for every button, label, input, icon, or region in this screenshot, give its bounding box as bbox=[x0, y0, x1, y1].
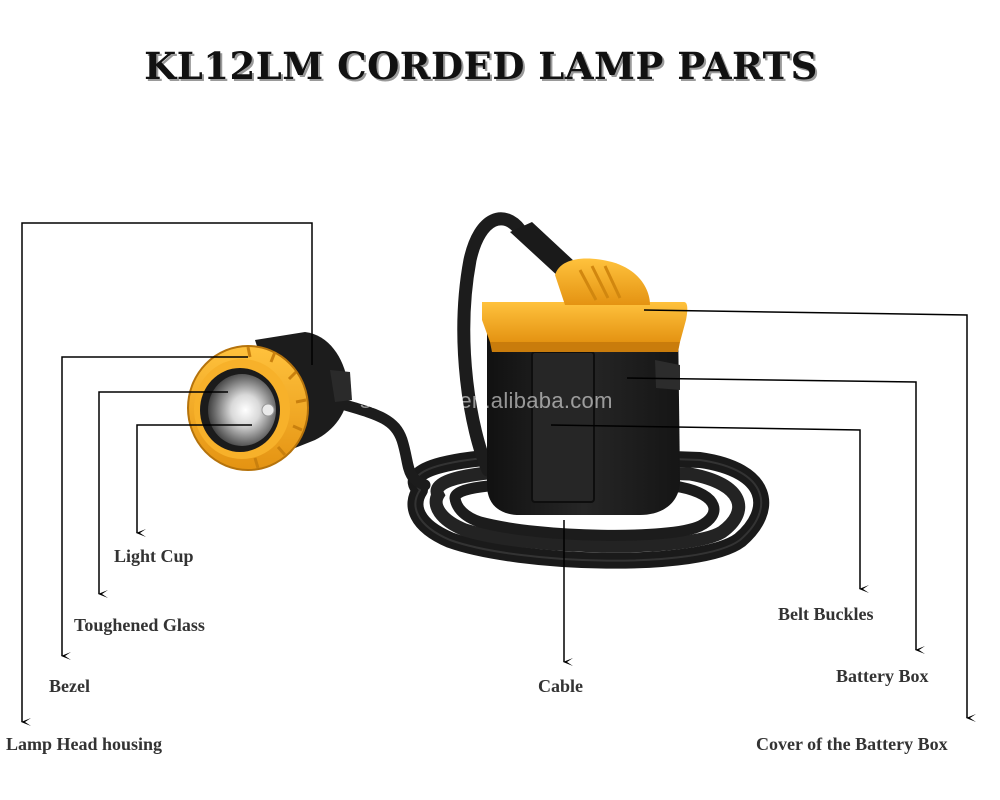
leader-lines bbox=[21, 222, 976, 726]
label-battery-box: Battery Box bbox=[836, 666, 929, 686]
leader-cover-battery-box bbox=[643, 309, 976, 722]
lamp-head bbox=[187, 332, 352, 471]
leader-bezel bbox=[61, 356, 248, 660]
leader-lamp-head-housing bbox=[21, 222, 313, 726]
battery-box bbox=[482, 222, 688, 515]
cable-lead bbox=[339, 399, 431, 491]
label-cable: Cable bbox=[538, 676, 583, 696]
label-bezel: Bezel bbox=[49, 676, 90, 696]
cable-arc bbox=[457, 212, 527, 477]
page-title: KL12LM CORDED LAMP PARTS bbox=[144, 44, 818, 88]
watermark: szbrando.en.alibaba.com bbox=[360, 388, 613, 413]
label-toughened-glass: Toughened Glass bbox=[74, 615, 205, 635]
label-cover-battery-box: Cover of the Battery Box bbox=[756, 734, 948, 754]
leader-toughened-glass bbox=[98, 391, 228, 598]
leader-belt-buckles bbox=[550, 424, 869, 593]
label-belt-buckles: Belt Buckles bbox=[778, 604, 874, 624]
label-light-cup: Light Cup bbox=[114, 546, 194, 566]
leader-battery-box bbox=[626, 377, 925, 654]
label-lamp-head-housing: Lamp Head housing bbox=[6, 734, 163, 754]
leader-light-cup bbox=[136, 424, 252, 537]
